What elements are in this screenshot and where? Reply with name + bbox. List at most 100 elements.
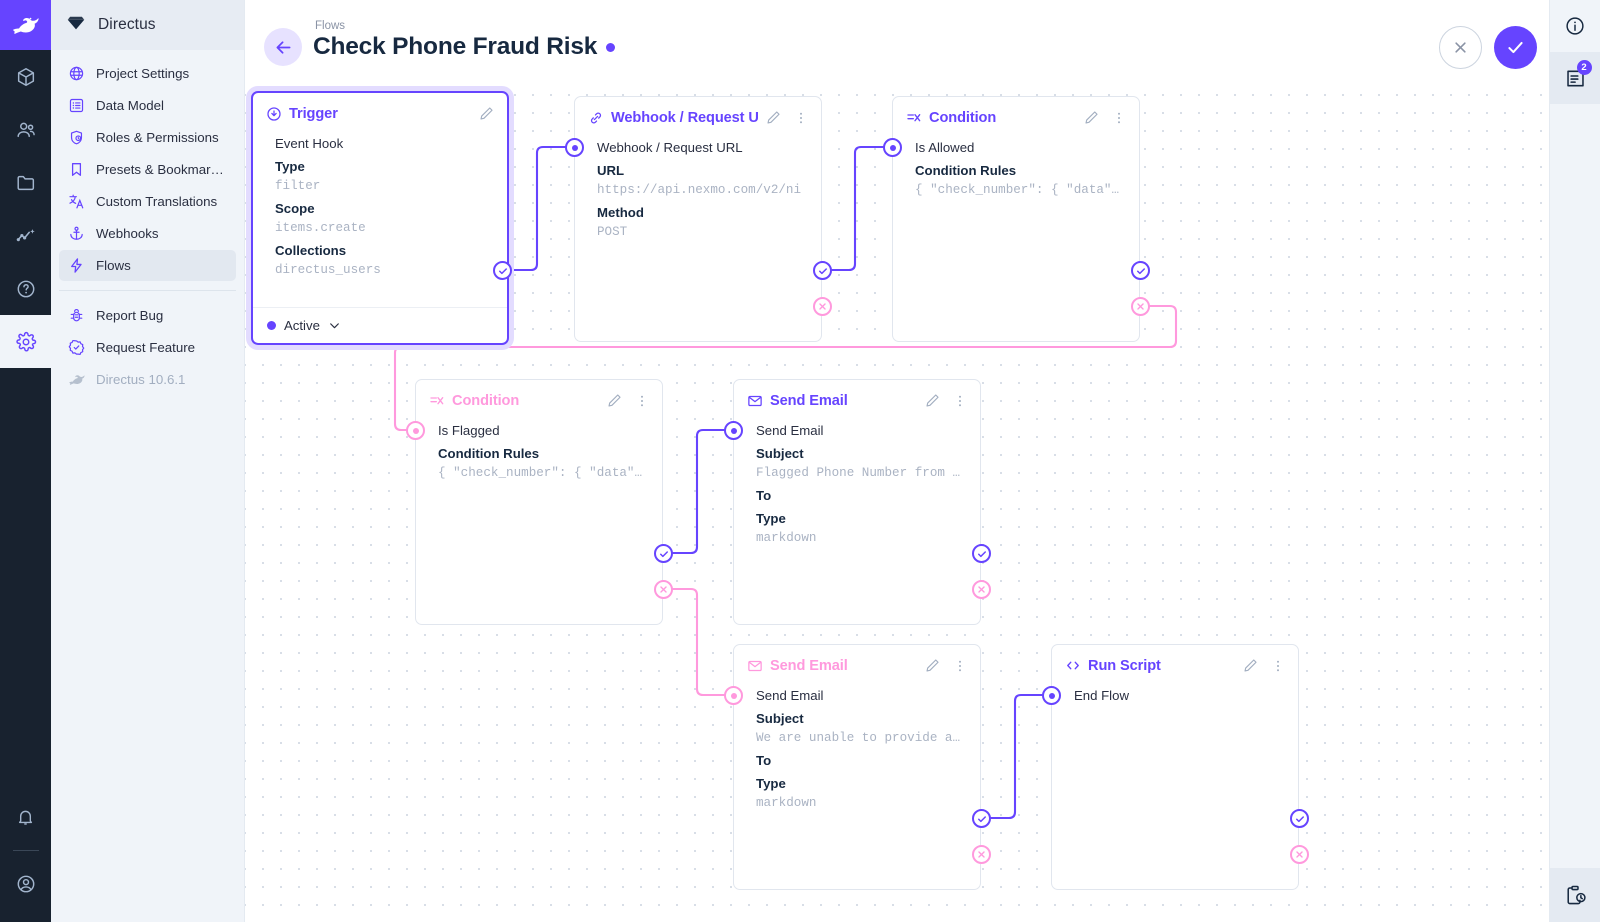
sidebar-item-project-settings[interactable]: Project Settings	[59, 58, 236, 89]
webhook-resolve-port[interactable]	[813, 261, 832, 280]
edit-pencil-icon[interactable]	[924, 657, 941, 674]
field-label: Type	[756, 776, 786, 791]
status-label: Active	[284, 318, 320, 333]
flow-node-trigger[interactable]: Trigger Event Hook Type filter Scope ite…	[251, 91, 509, 345]
module-insights-icon[interactable]	[0, 209, 51, 262]
cancel-button[interactable]	[1439, 26, 1482, 69]
condition-allowed-resolve-port[interactable]	[1131, 261, 1150, 280]
flow-node-webhook[interactable]: Webhook / Request U Webhook / Request UR…	[574, 96, 822, 342]
edit-pencil-icon[interactable]	[478, 105, 495, 122]
sidebar-item-report-bug[interactable]: Report Bug	[59, 300, 236, 331]
more-options-icon[interactable]	[952, 393, 968, 409]
field-value: directus_users	[275, 263, 381, 277]
send-email-flagged-reject-port[interactable]	[972, 580, 991, 599]
info-sidebar-icon[interactable]	[1550, 0, 1600, 52]
edit-pencil-icon[interactable]	[1083, 109, 1100, 126]
flow-logs-icon[interactable]: 2	[1549, 52, 1600, 104]
field-value: { "check_number": { "data"…	[915, 183, 1120, 197]
node-status-footer[interactable]: Active	[253, 307, 507, 343]
more-options-icon[interactable]	[1270, 658, 1286, 674]
module-file-library-icon[interactable]	[0, 156, 51, 209]
module-content-icon[interactable]	[0, 50, 51, 103]
node-operation-name: Is Flagged	[438, 423, 500, 438]
node-title: Webhook / Request U	[611, 109, 758, 126]
directus-logo[interactable]	[0, 0, 51, 50]
project-title: Directus	[98, 16, 156, 33]
flow-node-send-email-unable[interactable]: Send Email Send Email Subject We are una…	[733, 644, 981, 890]
run-script-reject-port[interactable]	[1290, 845, 1309, 864]
sidebar-item-label: Roles & Permissions	[96, 130, 219, 145]
sidebar-item-custom-translations[interactable]: Custom Translations	[59, 186, 236, 217]
right-sidebar: 2	[1549, 0, 1600, 922]
save-button[interactable]	[1494, 26, 1537, 69]
sidebar-item-label: Data Model	[96, 98, 164, 113]
activity-log-icon[interactable]	[1549, 868, 1600, 922]
more-options-icon[interactable]	[952, 658, 968, 674]
run-script-input-port[interactable]	[1042, 686, 1061, 705]
node-header: Condition	[893, 97, 1139, 138]
send-email-unable-reject-port[interactable]	[972, 845, 991, 864]
project-header[interactable]: Directus	[51, 0, 244, 50]
flow-node-condition-flagged[interactable]: Condition Is Flagged Condition Rules { "…	[415, 379, 663, 625]
send-email-flagged-resolve-port[interactable]	[972, 544, 991, 563]
flow-node-run-script[interactable]: Run Script End Flow	[1051, 644, 1299, 890]
webhook-reject-port[interactable]	[813, 297, 832, 316]
module-help-icon[interactable]	[0, 262, 51, 315]
field-label: Type	[756, 511, 786, 526]
trigger-circle-icon	[266, 106, 282, 122]
node-operation-name: Send Email	[756, 423, 824, 438]
more-options-icon[interactable]	[793, 110, 809, 126]
sidebar-item-webhooks[interactable]: Webhooks	[59, 218, 236, 249]
sidebar-item-label: Presets & Bookmar…	[96, 162, 224, 177]
webhook-input-port[interactable]	[565, 138, 584, 157]
send-email-flagged-input-port[interactable]	[724, 421, 743, 440]
sidebar-item-label: Directus 10.6.1	[96, 372, 186, 387]
more-options-icon[interactable]	[634, 393, 650, 409]
chevron-down-icon[interactable]	[328, 319, 341, 332]
condition-flagged-resolve-port[interactable]	[654, 544, 673, 563]
trigger-resolve-port[interactable]	[493, 261, 512, 280]
module-user-directory-icon[interactable]	[0, 103, 51, 156]
sidebar-item-request-feature[interactable]: Request Feature	[59, 332, 236, 363]
field-label: URL	[597, 163, 625, 178]
field-label: Scope	[275, 201, 315, 216]
edit-pencil-icon[interactable]	[924, 392, 941, 409]
breadcrumb[interactable]: Flows	[315, 20, 346, 32]
modulebar-divider	[12, 850, 39, 851]
user-account-icon[interactable]	[0, 857, 51, 910]
sidebar-item-data-model[interactable]: Data Model	[59, 90, 236, 121]
edit-pencil-icon[interactable]	[606, 392, 623, 409]
sidebar-item-label: Custom Translations	[96, 194, 218, 209]
field-label: Condition Rules	[915, 163, 1017, 178]
status-badge	[606, 42, 616, 52]
condition-flagged-input-port[interactable]	[406, 421, 425, 440]
run-script-resolve-port[interactable]	[1290, 809, 1309, 828]
field-value: items.create	[275, 221, 366, 235]
node-header: Send Email	[734, 380, 980, 421]
port-dot	[730, 692, 737, 699]
field-label: Method	[597, 205, 644, 220]
port-dot	[1048, 692, 1055, 699]
back-button[interactable]	[264, 28, 302, 66]
condition-allowed-input-port[interactable]	[883, 138, 902, 157]
flow-node-condition-allowed[interactable]: Condition Is Allowed Condition Rules { "…	[892, 96, 1140, 342]
sidebar-item-flows[interactable]: Flows	[59, 250, 236, 281]
sidebar-footer-list: Report Bug Request Feature Directus 10.6…	[51, 300, 244, 395]
send-email-unable-input-port[interactable]	[724, 686, 743, 705]
sidebar-item-presets-bookmarks[interactable]: Presets & Bookmar…	[59, 154, 236, 185]
field-value: POST	[597, 225, 628, 239]
flow-node-send-email-flagged[interactable]: Send Email Send Email Subject Flagged Ph…	[733, 379, 981, 625]
module-settings-icon[interactable]	[0, 315, 51, 368]
field-value: We are unable to provide a…	[756, 731, 961, 745]
send-email-unable-resolve-port[interactable]	[972, 809, 991, 828]
condition-allowed-reject-port[interactable]	[1131, 297, 1150, 316]
more-options-icon[interactable]	[1111, 110, 1127, 126]
node-title: Send Email	[770, 657, 848, 674]
node-header: Trigger	[253, 93, 507, 134]
edit-pencil-icon[interactable]	[1242, 657, 1259, 674]
notifications-icon[interactable]	[0, 791, 51, 844]
node-title: Condition	[929, 109, 997, 126]
edit-pencil-icon[interactable]	[765, 109, 782, 126]
condition-flagged-reject-port[interactable]	[654, 580, 673, 599]
sidebar-item-roles-permissions[interactable]: Roles & Permissions	[59, 122, 236, 153]
